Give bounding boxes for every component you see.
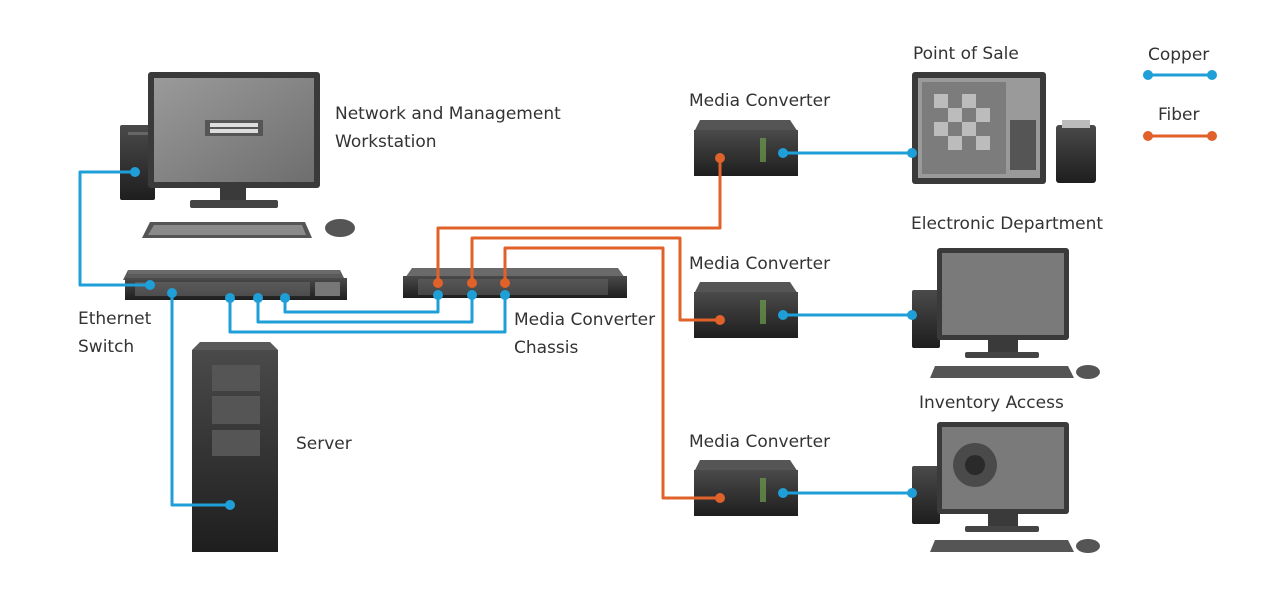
copper-port-dot [500, 290, 510, 300]
electronic-department-label: Electronic Department [911, 214, 1104, 234]
media-converter-3-icon [694, 460, 798, 516]
copper-link-switch-chassis-2 [256, 293, 474, 324]
fiber-link-chassis-mc2 [470, 236, 722, 322]
copper-port-dot [778, 310, 788, 320]
copper-link-switch-server [170, 291, 232, 507]
fiber-port-dot [467, 278, 477, 288]
copper-port-dot [907, 488, 917, 498]
copper-port-dot [167, 288, 177, 298]
copper-port-dot [778, 488, 788, 498]
fiber-link-chassis-mc3 [503, 246, 722, 500]
media-converter-chassis-icon [403, 268, 627, 298]
ethernet-switch-icon [123, 270, 347, 300]
media-converter-1-label: Media Converter [689, 91, 831, 111]
fiber-port-dot [500, 278, 510, 288]
fiber-port-dot [715, 153, 725, 163]
fiber-port-dot [433, 278, 443, 288]
copper-port-dot [253, 293, 263, 303]
copper-link-switch-chassis-3 [228, 293, 507, 334]
copper-port-dot [467, 290, 477, 300]
legend-copper-dot [1207, 70, 1217, 80]
legend-copper-label: Copper [1148, 45, 1210, 65]
copper-link-workstation-switch [78, 170, 152, 287]
legend-fiber-dot [1143, 131, 1153, 141]
legend-fiber-label: Fiber [1158, 105, 1200, 125]
server-label: Server [296, 434, 352, 454]
point-of-sale-label: Point of Sale [913, 44, 1019, 64]
fiber-port-dot [715, 493, 725, 503]
copper-port-dot [280, 293, 290, 303]
copper-port-dot [130, 167, 140, 177]
chassis-label: Media Converter Chassis [514, 310, 656, 358]
inventory-access-workstation-icon [912, 422, 1100, 553]
media-converter-2-label: Media Converter [689, 254, 831, 274]
copper-port-dot [225, 293, 235, 303]
copper-port-dot [778, 148, 788, 158]
fiber-port-dot [715, 315, 725, 325]
electronic-department-workstation-icon [912, 248, 1100, 379]
copper-port-dot [225, 500, 235, 510]
point-of-sale-icon [912, 72, 1096, 184]
media-converter-2-icon [694, 282, 798, 338]
fiber-link-chassis-mc1 [436, 156, 722, 285]
copper-link-switch-chassis-1 [283, 293, 440, 314]
server-icon [192, 342, 278, 552]
copper-port-dot [433, 290, 443, 300]
legend-fiber-dot [1207, 131, 1217, 141]
media-converter-1-icon [694, 120, 798, 176]
legend [1143, 70, 1217, 141]
copper-port-dot [145, 280, 155, 290]
workstation-label: Network and Management Workstation [335, 104, 561, 152]
workstation-icon [120, 72, 355, 238]
inventory-access-label: Inventory Access [919, 393, 1064, 413]
copper-port-dot [907, 148, 917, 158]
legend-copper-dot [1143, 70, 1153, 80]
ethernet-switch-label: Ethernet Switch [78, 309, 152, 357]
media-converter-3-label: Media Converter [689, 432, 831, 452]
copper-port-dot [907, 310, 917, 320]
